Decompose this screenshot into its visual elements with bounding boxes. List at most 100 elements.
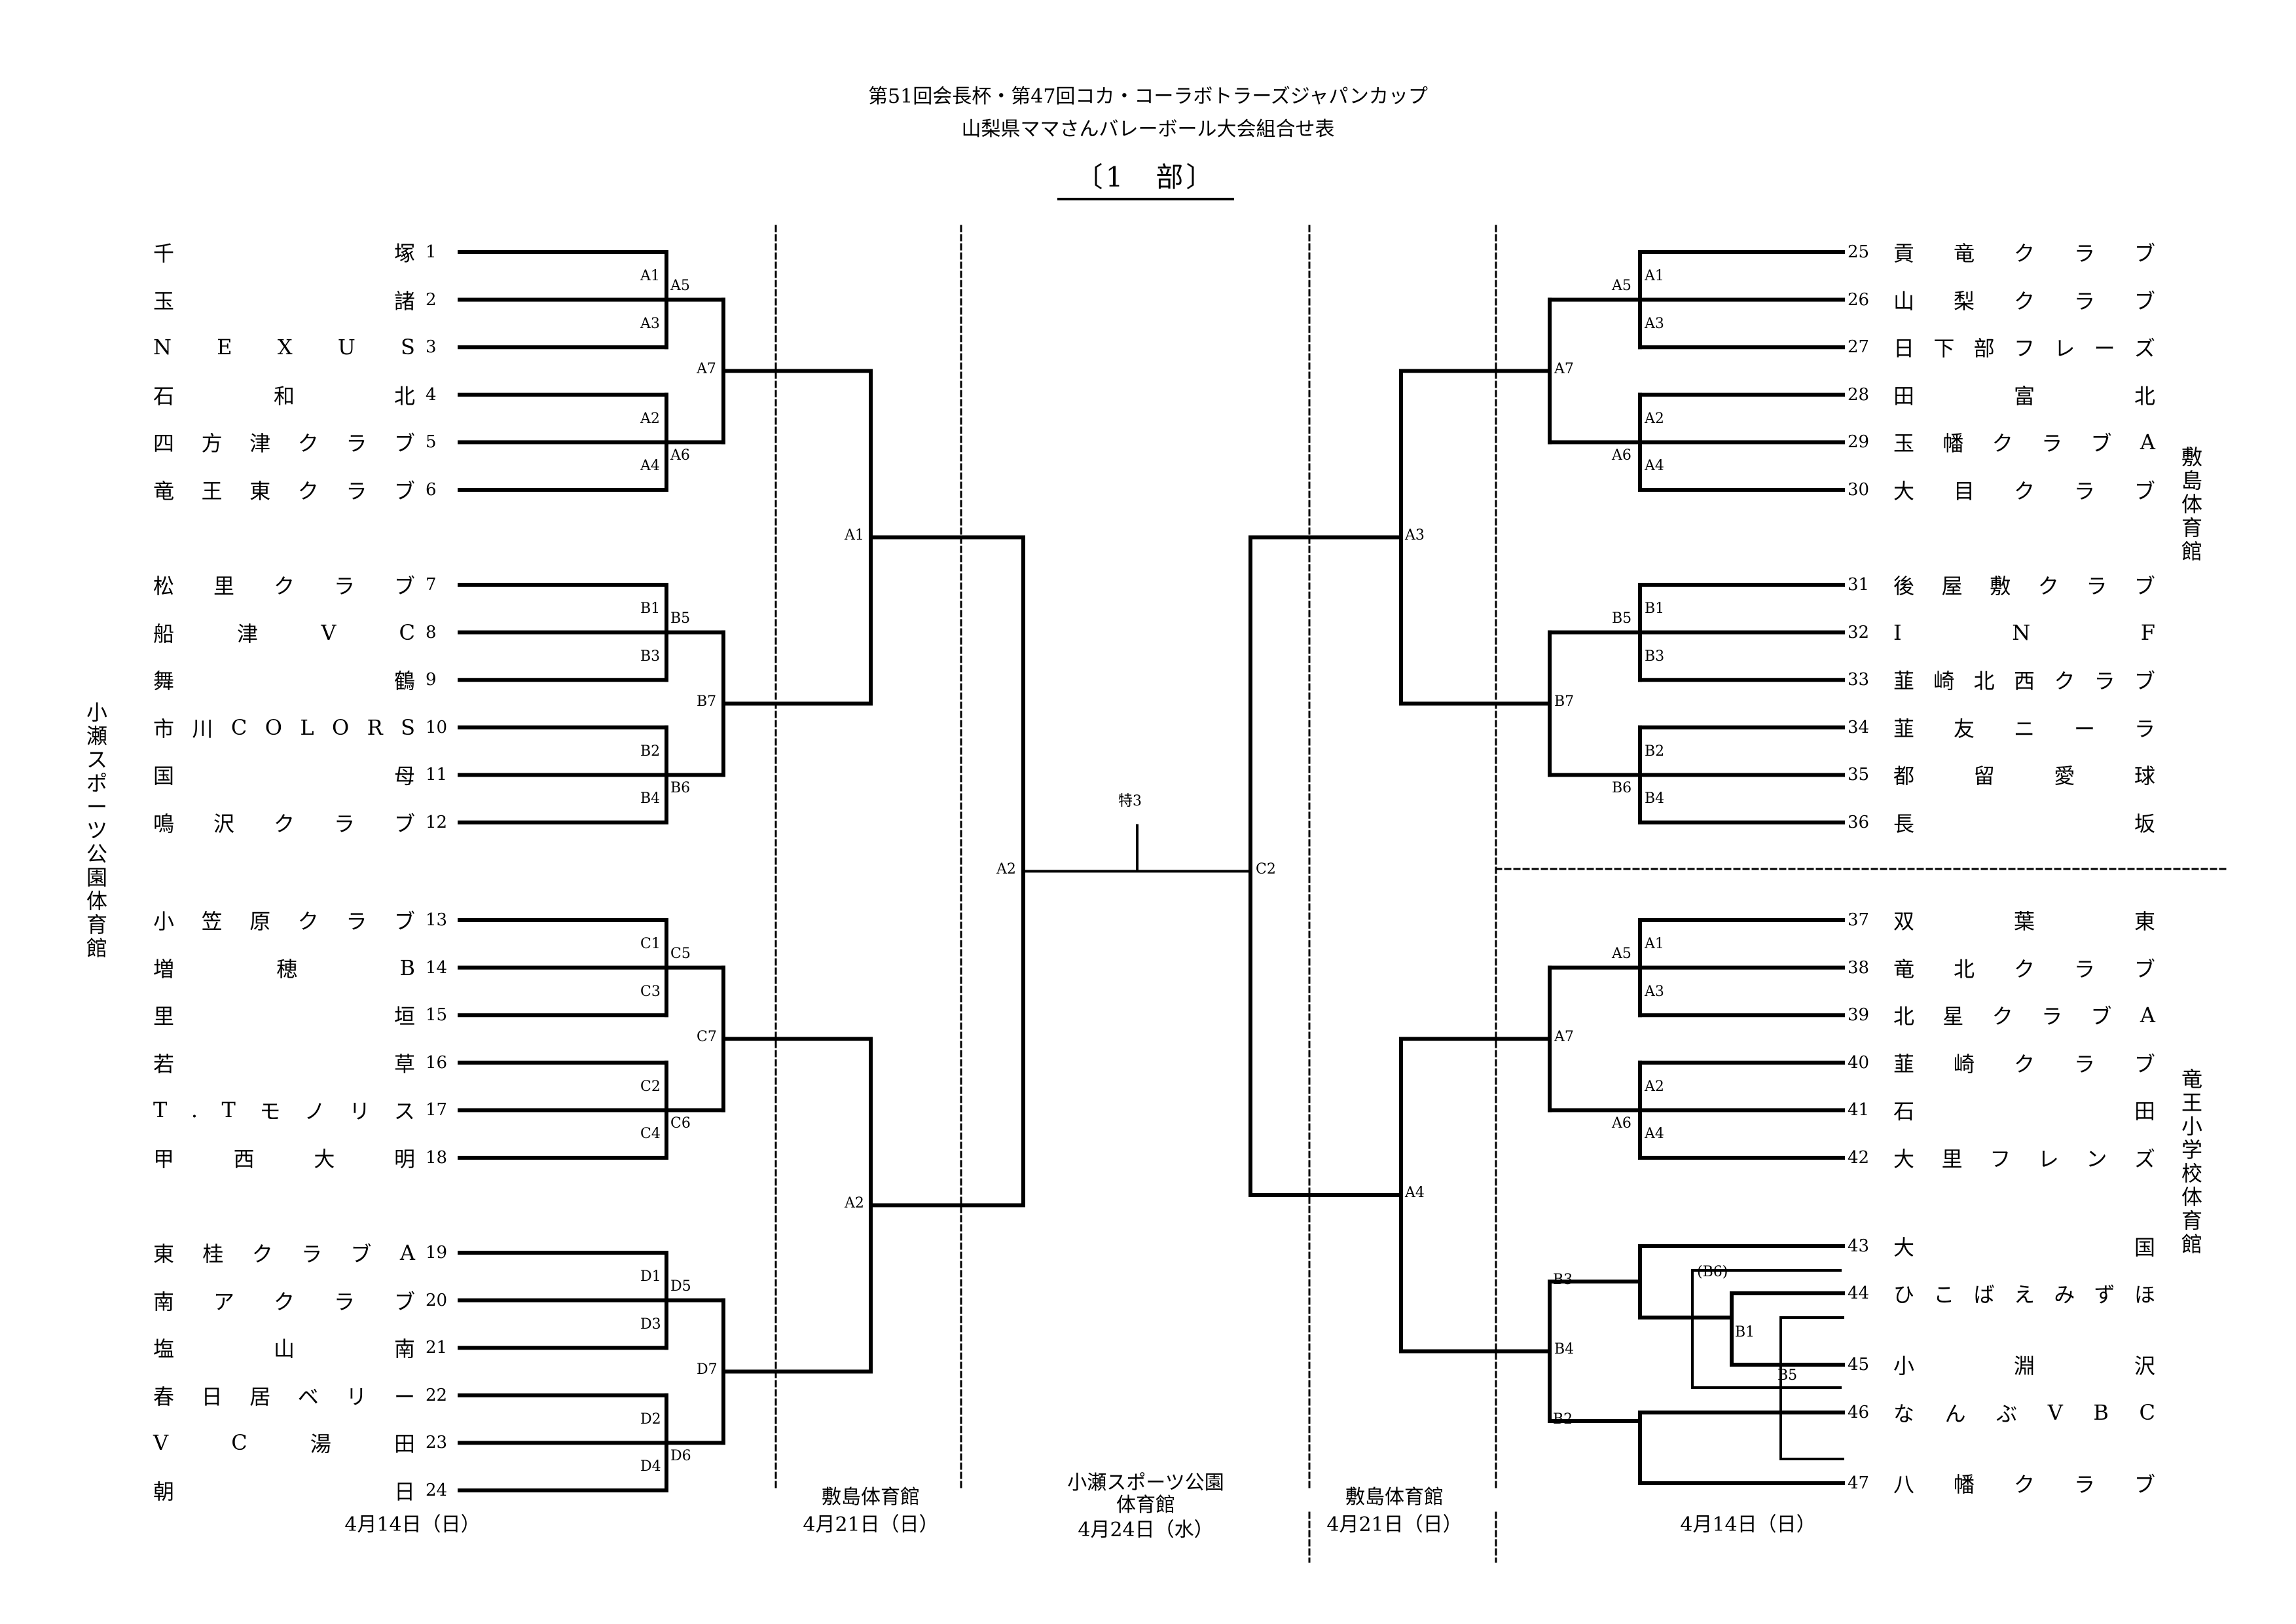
team-name-char: ブ <box>2090 1004 2112 1029</box>
team-name-char: 西 <box>2013 669 2035 694</box>
footer-venue-right-mid: 敷島体育館 <box>1345 1486 1444 1509</box>
team-name-char: 韮 <box>1893 716 1915 741</box>
team-name-char: 市 <box>153 716 175 741</box>
match-label: A5 <box>670 277 690 294</box>
team-seed: 14 <box>426 957 448 978</box>
match-label: B3 <box>1645 648 1665 665</box>
team-name-char: ー <box>2073 716 2095 741</box>
team-name: 韮崎北西クラブ <box>1893 667 2155 693</box>
team-name-char: 大 <box>1893 479 1915 504</box>
team-seed: 17 <box>426 1100 448 1120</box>
team-name-char: ブ <box>393 1289 415 1314</box>
team-seed: 44 <box>1848 1283 1870 1303</box>
match-label: C1 <box>640 936 661 952</box>
team-name-char: ク <box>1992 1004 2013 1029</box>
match-label: C3 <box>640 983 661 1000</box>
team-name-char: 小 <box>1893 1354 1915 1378</box>
team-name-char: O <box>331 714 350 740</box>
team-name-char: 北 <box>393 383 415 409</box>
team-name-char: 桂 <box>202 1242 224 1266</box>
team-name-char: ラ <box>2073 288 2095 314</box>
team-name-char: ブ <box>2134 1472 2155 1497</box>
team-name-char: 北 <box>1973 669 1995 694</box>
team-name: 玉諸 <box>153 287 415 314</box>
team-seed: 4 <box>426 384 437 405</box>
match-label: B2 <box>640 743 661 760</box>
team-seed: 11 <box>426 765 448 785</box>
team-seed: 33 <box>1848 670 1870 690</box>
footer-date-left-mid: 4月21日（日） <box>803 1513 939 1536</box>
team-name-char: ラ <box>2134 716 2155 741</box>
team-seed: 6 <box>426 480 437 500</box>
final-mark-label: 特3 <box>1118 792 1142 809</box>
team-name-char: モ <box>259 1099 281 1124</box>
team-name-char: え <box>2013 1282 2035 1307</box>
team-name-char: ブ <box>2134 479 2155 504</box>
team-name: 双葉東 <box>1893 907 2155 934</box>
team-name-char: 原 <box>249 909 271 934</box>
team-name-char: 下 <box>1933 336 1955 361</box>
division-heading: 〔1 部〕 <box>1057 157 1234 200</box>
match-label: A2 <box>845 1194 864 1211</box>
team-name-char: 崎 <box>1933 669 1955 694</box>
match-label: A1 <box>845 526 864 544</box>
team-name-char: 鶴 <box>393 669 415 694</box>
team-name-char: ブ <box>393 431 415 456</box>
team-name-char: ブ <box>393 479 415 504</box>
team-name-char: 大 <box>1893 1147 1915 1172</box>
team-name-char: ラ <box>333 811 355 836</box>
team-name-char: 若 <box>153 1051 175 1077</box>
team-name-char: 四 <box>153 431 175 456</box>
team-name-char: L <box>300 714 314 740</box>
team-name: 小淵沢 <box>1893 1352 2155 1378</box>
team-name-char: 津 <box>249 431 271 456</box>
team-name-char: ば <box>1973 1282 1995 1307</box>
team-name-char: T <box>153 1098 168 1123</box>
team-seed: 24 <box>426 1481 448 1500</box>
team-seed: 16 <box>426 1052 448 1073</box>
team-name-char: A <box>2140 1003 2155 1028</box>
team-name-char: R <box>367 714 383 740</box>
team-name-char: ー <box>2094 336 2115 361</box>
team-seed: 46 <box>1848 1403 1870 1422</box>
team-name-char: ブ <box>2134 241 2155 266</box>
team-name-char: 南 <box>153 1289 175 1314</box>
team-name-char: 国 <box>2134 1235 2155 1260</box>
team-name-char: 日 <box>1893 336 1915 361</box>
match-label: C5 <box>670 945 691 962</box>
footer-date-left: 4月14日（日） <box>344 1513 481 1536</box>
team-seed: 2 <box>426 289 437 310</box>
title-line-2: 山梨県ママさんバレーボール大会組合せ表 <box>961 118 1335 141</box>
team-name-char: 沢 <box>213 811 234 836</box>
match-label: B1 <box>640 600 661 617</box>
team-name-char: ブ <box>393 574 415 599</box>
team-name-char: 玉 <box>1893 431 1915 456</box>
team-name-char: 留 <box>1973 764 1995 789</box>
team-name-char: C <box>399 619 415 645</box>
team-name-char: 西 <box>233 1147 255 1172</box>
team-name-char: F <box>2140 619 2155 645</box>
team-name-char: ラ <box>333 574 355 599</box>
team-name-char: 北 <box>2134 383 2155 409</box>
match-label: A3 <box>1405 526 1425 544</box>
match-label: (B6) <box>1697 1264 1728 1280</box>
team-name-char: ベ <box>297 1384 319 1409</box>
team-name-char: 東 <box>2134 909 2155 934</box>
team-name-char: ラ <box>346 431 367 456</box>
team-name-char: B <box>2093 1400 2109 1425</box>
footer-date-right: 4月14日（日） <box>1680 1513 1816 1536</box>
team-name-char: ブ <box>2134 1051 2155 1077</box>
team-name: 若草 <box>153 1050 415 1077</box>
team-name-char: リ <box>349 1099 371 1124</box>
team-name-char: ラ <box>2094 669 2115 694</box>
team-name-char: S <box>401 335 415 360</box>
title-line-1: 第51回会長杯・第47回コカ・コーラボトラーズジャパンカップ <box>868 85 1428 108</box>
match-label: B5 <box>670 610 691 627</box>
team-seed: 42 <box>1848 1148 1870 1168</box>
match-label: C2 <box>1256 860 1276 877</box>
match-label: A3 <box>1645 315 1664 332</box>
team-name-char: 松 <box>153 574 175 599</box>
